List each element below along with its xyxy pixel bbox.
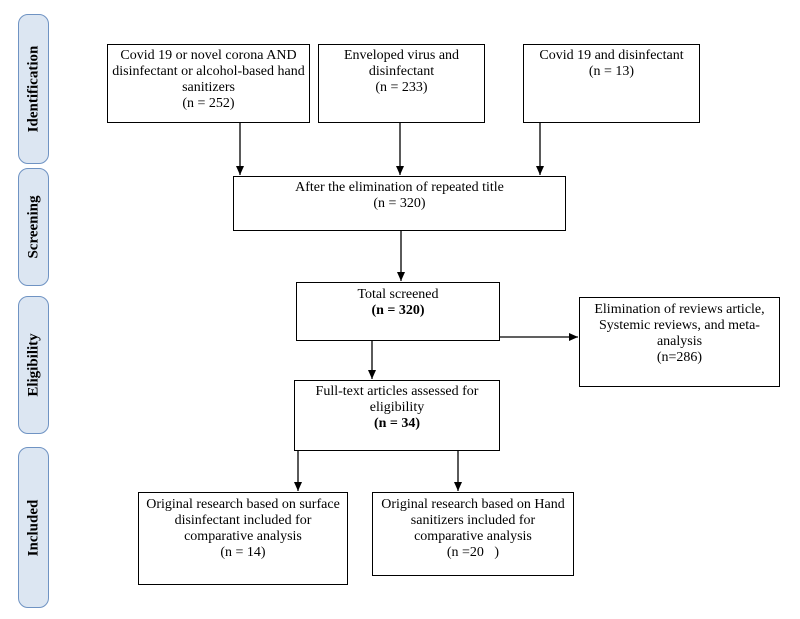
box-dedup-count: (n = 320) <box>373 196 426 211</box>
box-fulltext-text: Full-text articles assessed for eligibil… <box>315 384 479 415</box>
box-surface-text: Original research based on surface disin… <box>146 497 340 544</box>
box-screened-count: (n = 320) <box>371 303 425 318</box>
box-fulltext-assessed: Full-text articles assessed for eligibil… <box>294 380 500 451</box>
box-search3-count: (n = 13) <box>588 64 635 79</box>
stage-eligibility: Eligibility <box>18 296 49 434</box>
box-search2-count: (n = 233) <box>375 80 428 95</box>
box-included-hand: Original research based on Hand sanitize… <box>372 492 574 576</box>
box-search1-text: Covid 19 or novel corona AND disinfectan… <box>112 48 305 95</box>
box-search-enveloped-virus: Enveloped virus and disinfectant (n = 23… <box>318 44 485 123</box>
box-search1-count: (n = 252) <box>182 96 235 111</box>
box-search3-text: Covid 19 and disinfectant <box>539 48 684 63</box>
box-hand-text: Original research based on Hand sanitize… <box>381 497 565 544</box>
box-hand-count: (n =20 ) <box>446 545 500 560</box>
box-search-covid-disinfectant: Covid 19 and disinfectant (n = 13) <box>523 44 700 123</box>
box-excluded-text: Elimination of reviews article, Systemic… <box>594 302 765 349</box>
box-total-screened: Total screened (n = 320) <box>296 282 500 341</box>
box-included-surface: Original research based on surface disin… <box>138 492 348 585</box>
box-deduplicated: After the elimination of repeated title … <box>233 176 566 231</box>
box-excluded-count: (n=286) <box>656 350 703 365</box>
box-excluded-reviews: Elimination of reviews article, Systemic… <box>579 297 780 387</box>
stage-included: Included <box>18 447 49 608</box>
stage-identification: Identification <box>18 14 49 164</box>
box-dedup-text: After the elimination of repeated title <box>295 180 504 195</box>
box-search-covid-sanitizers: Covid 19 or novel corona AND disinfectan… <box>107 44 310 123</box>
box-screened-text: Total screened <box>357 287 439 302</box>
box-fulltext-count: (n = 34) <box>373 416 421 431</box>
stage-screening: Screening <box>18 168 49 286</box>
box-surface-count: (n = 14) <box>220 545 266 560</box>
box-search2-text: Enveloped virus and disinfectant <box>343 48 460 79</box>
